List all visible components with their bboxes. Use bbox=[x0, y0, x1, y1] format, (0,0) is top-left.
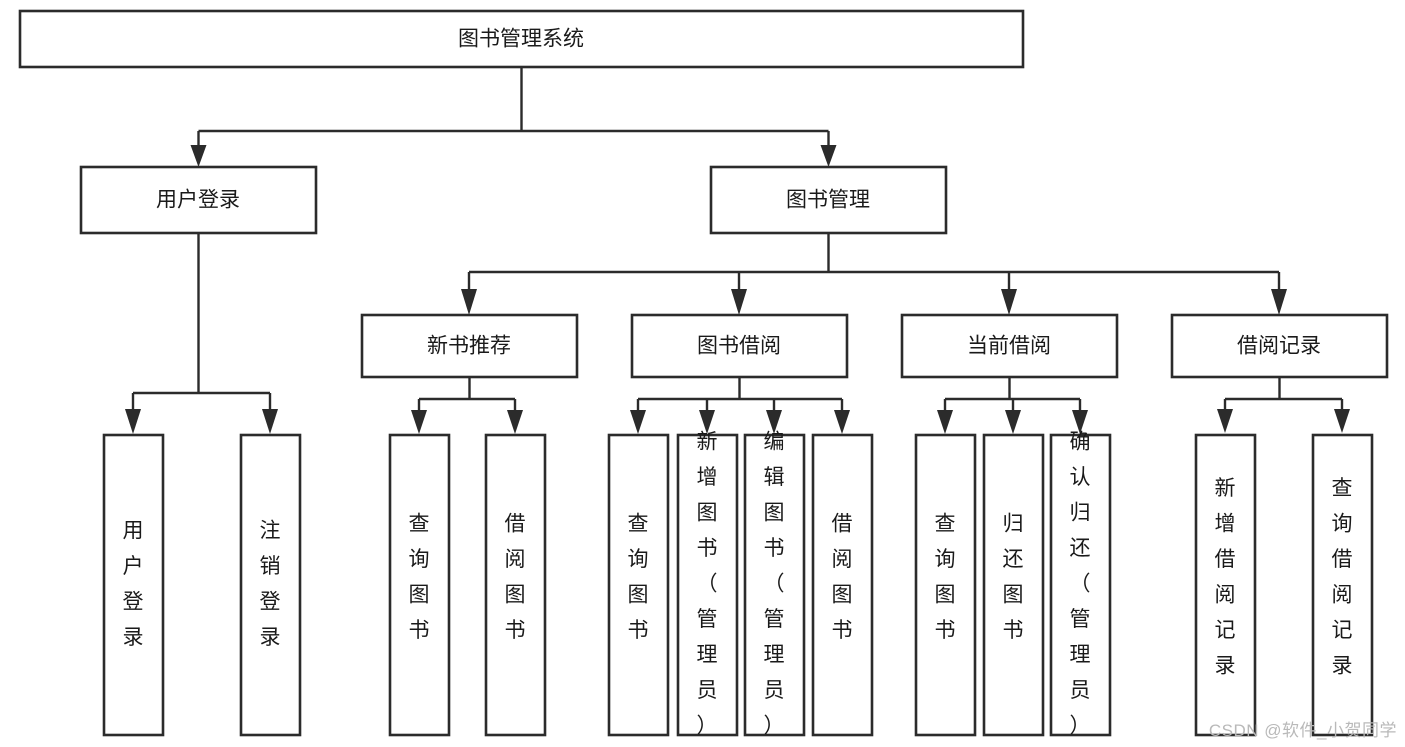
node-leaf-edit-book[interactable]: 编辑图书（管理员） bbox=[743, 431, 806, 738]
node-book-borrow-box[interactable] bbox=[630, 313, 849, 379]
node-leaf-add-book-box[interactable] bbox=[676, 433, 739, 737]
node-leaf-query-book-3[interactable]: 查询图书 bbox=[914, 433, 977, 737]
node-leaf-query-book-2-label: 查询图书 bbox=[628, 512, 649, 642]
arrow-root-to-user-login bbox=[190, 145, 207, 167]
node-leaf-add-book-label: 新增图书（管理员） bbox=[697, 431, 718, 738]
edges-layer bbox=[125, 67, 1350, 434]
node-leaf-edit-book-label: 编辑图书（管理员） bbox=[764, 431, 785, 738]
arrow-to-leaf-query-book-1 bbox=[411, 410, 427, 434]
node-leaf-borrow-book-2[interactable]: 借阅图书 bbox=[811, 433, 874, 737]
arrow-to-leaf-edit-book bbox=[766, 410, 782, 434]
arrow-to-leaf-query-book-3 bbox=[937, 410, 953, 434]
node-user-login[interactable]: 用户登录 bbox=[79, 165, 318, 235]
node-leaf-query-book-3-label: 查询图书 bbox=[935, 512, 956, 642]
node-current-borrow-box[interactable] bbox=[900, 313, 1119, 379]
arrow-to-leaf-user-logout bbox=[262, 409, 278, 434]
node-leaf-return-book-box[interactable] bbox=[982, 433, 1045, 737]
node-leaf-query-record[interactable]: 查询借阅记录 bbox=[1311, 433, 1374, 737]
arrow-to-leaf-borrow-book-2 bbox=[834, 410, 850, 434]
node-leaf-query-book-2[interactable]: 查询图书 bbox=[607, 433, 670, 737]
arrow-to-current-borrow bbox=[1001, 289, 1017, 315]
node-leaf-query-book-2-box[interactable] bbox=[607, 433, 670, 737]
node-leaf-add-book[interactable]: 新增图书（管理员） bbox=[676, 431, 739, 738]
node-leaf-add-record[interactable]: 新增借阅记录 bbox=[1194, 433, 1257, 737]
arrow-to-leaf-query-record bbox=[1334, 409, 1350, 433]
node-leaf-add-record-box[interactable] bbox=[1194, 433, 1257, 737]
node-leaf-user-login-box[interactable] bbox=[102, 433, 165, 737]
node-leaf-user-logout-box[interactable] bbox=[239, 433, 302, 737]
node-new-book-recommend-label: 新书推荐 bbox=[427, 335, 511, 358]
node-leaf-user-logout[interactable]: 注销登录 bbox=[239, 433, 302, 737]
arrow-root-to-book-manage bbox=[820, 145, 837, 167]
node-leaf-borrow-book-1[interactable]: 借阅图书 bbox=[484, 433, 547, 737]
node-borrow-record[interactable]: 借阅记录 bbox=[1170, 313, 1389, 379]
node-leaf-query-book-1-label: 查询图书 bbox=[409, 512, 430, 642]
arrow-to-leaf-query-book-2 bbox=[630, 410, 646, 434]
arrow-to-leaf-confirm-return bbox=[1072, 410, 1088, 434]
node-leaf-user-logout-label: 注销登录 bbox=[260, 519, 281, 649]
node-leaf-borrow-book-1-box[interactable] bbox=[484, 433, 547, 737]
node-new-book-recommend-box[interactable] bbox=[360, 313, 579, 379]
node-leaf-borrow-book-2-box[interactable] bbox=[811, 433, 874, 737]
node-leaf-edit-book-box[interactable] bbox=[743, 433, 806, 737]
node-leaf-confirm-return[interactable]: 确认归还（管理员） bbox=[1049, 431, 1112, 738]
node-borrow-record-label: 借阅记录 bbox=[1237, 335, 1321, 358]
arrow-to-leaf-add-book bbox=[699, 410, 715, 434]
node-book-manage[interactable]: 图书管理 bbox=[709, 165, 948, 235]
node-leaf-query-book-1-box[interactable] bbox=[388, 433, 451, 737]
node-leaf-add-record-label: 新增借阅记录 bbox=[1215, 477, 1236, 678]
node-leaf-borrow-book-1-label: 借阅图书 bbox=[505, 512, 526, 642]
node-leaf-user-login[interactable]: 用户登录 bbox=[102, 433, 165, 737]
arrow-to-leaf-user-login bbox=[125, 409, 141, 434]
node-user-login-box[interactable] bbox=[79, 165, 318, 235]
arrow-to-leaf-return-book bbox=[1005, 410, 1021, 434]
node-current-borrow-label: 当前借阅 bbox=[967, 335, 1051, 358]
node-leaf-query-book-1[interactable]: 查询图书 bbox=[388, 433, 451, 737]
arrow-to-borrow-record bbox=[1271, 289, 1287, 315]
arrow-to-leaf-borrow-book-1 bbox=[507, 410, 523, 434]
node-root-label: 图书管理系统 bbox=[458, 28, 584, 51]
node-leaf-user-login-label: 用户登录 bbox=[123, 519, 144, 649]
node-leaf-confirm-return-label: 确认归还（管理员） bbox=[1070, 431, 1091, 738]
arrow-to-leaf-add-record bbox=[1217, 409, 1233, 433]
node-leaf-query-record-label: 查询借阅记录 bbox=[1332, 477, 1353, 678]
node-book-manage-box[interactable] bbox=[709, 165, 948, 235]
node-book-borrow[interactable]: 图书借阅 bbox=[630, 313, 849, 379]
node-leaf-return-book[interactable]: 归还图书 bbox=[982, 433, 1045, 737]
node-new-book-recommend[interactable]: 新书推荐 bbox=[360, 313, 579, 379]
node-book-manage-label: 图书管理 bbox=[786, 189, 870, 212]
node-leaf-query-book-3-box[interactable] bbox=[914, 433, 977, 737]
node-root[interactable]: 图书管理系统 bbox=[18, 9, 1025, 69]
node-leaf-borrow-book-2-label: 借阅图书 bbox=[832, 512, 853, 642]
node-root-box[interactable] bbox=[18, 9, 1025, 69]
arrow-to-new-book-recommend bbox=[461, 289, 477, 315]
node-borrow-record-box[interactable] bbox=[1170, 313, 1389, 379]
arrow-to-book-borrow bbox=[731, 289, 747, 315]
node-current-borrow[interactable]: 当前借阅 bbox=[900, 313, 1119, 379]
node-leaf-confirm-return-box[interactable] bbox=[1049, 433, 1112, 737]
node-leaf-query-record-box[interactable] bbox=[1311, 433, 1374, 737]
node-book-borrow-label: 图书借阅 bbox=[697, 335, 781, 358]
node-leaf-return-book-label: 归还图书 bbox=[1003, 512, 1024, 642]
node-user-login-label: 用户登录 bbox=[156, 189, 240, 212]
